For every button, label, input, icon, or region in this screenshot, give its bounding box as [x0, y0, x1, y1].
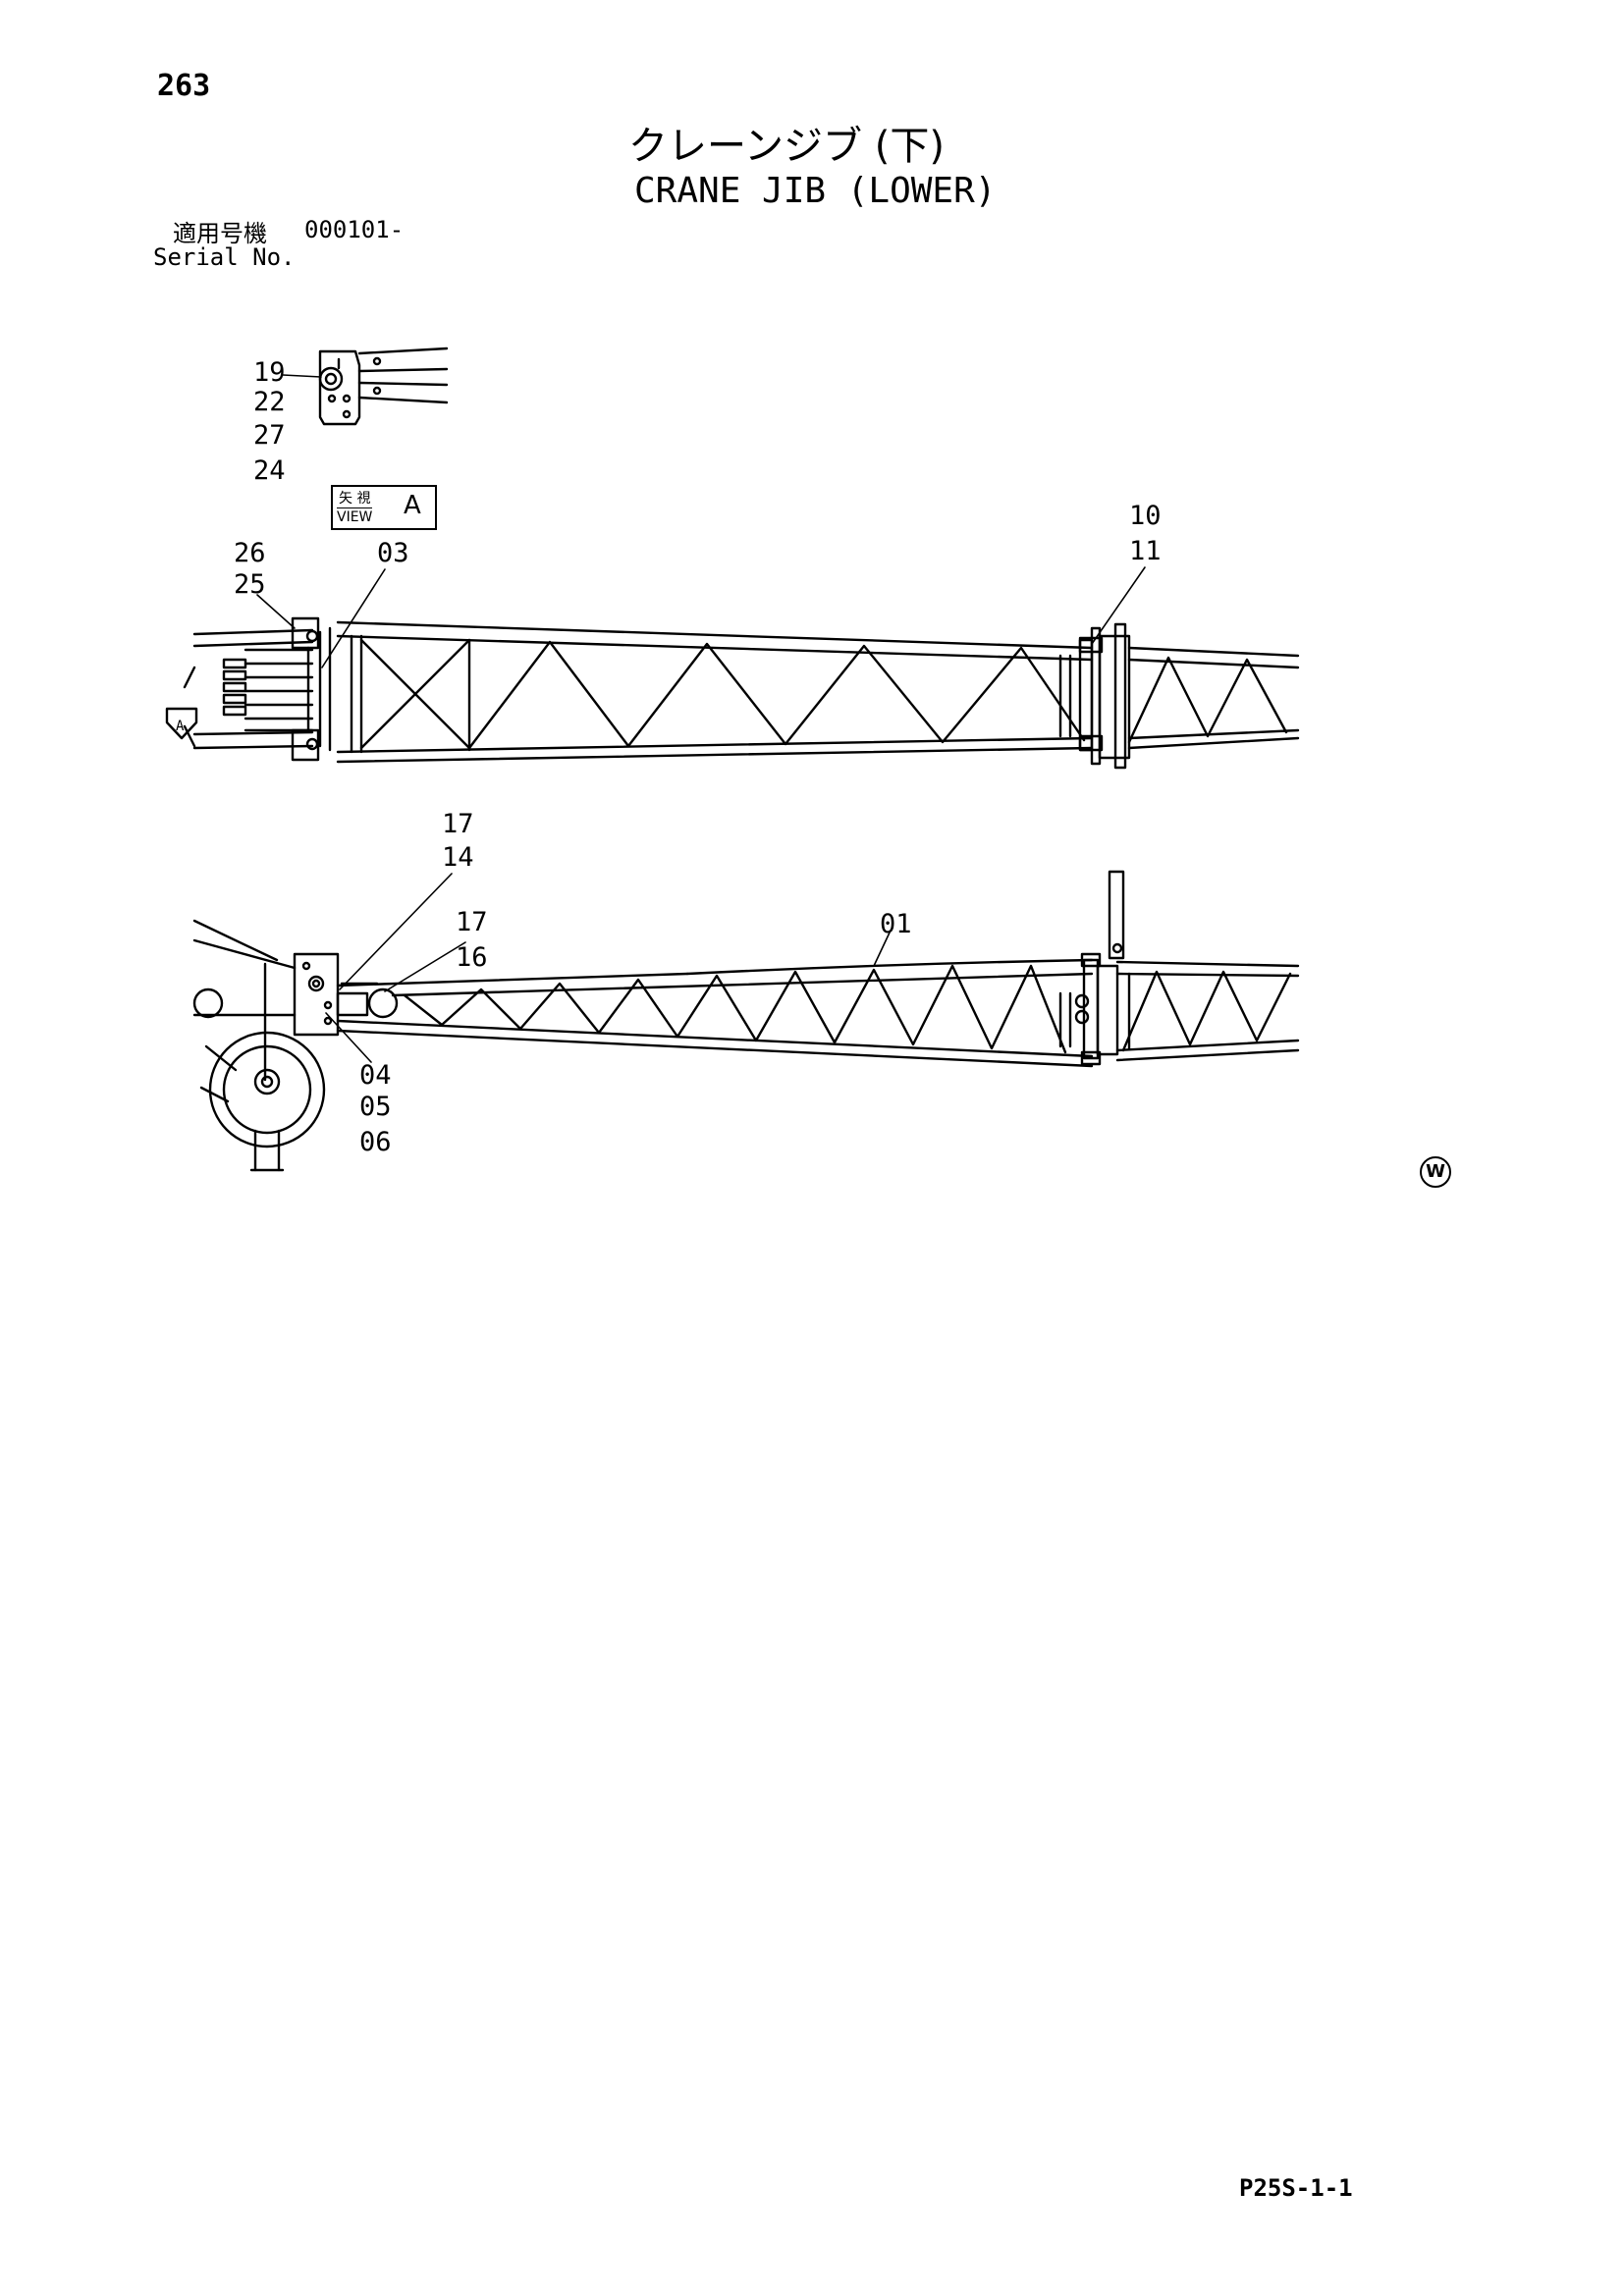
view-label-english: VIEW: [337, 507, 373, 525]
callout-25: 25: [234, 569, 266, 600]
page-title-english: CRANE JIB (LOWER): [634, 171, 997, 211]
callout-26: 26: [234, 538, 266, 568]
serial-label-japanese: 適用号機: [173, 220, 267, 247]
callout-03: 03: [377, 538, 409, 568]
callout-19: 19: [253, 357, 286, 388]
page-code: P25S-1-1: [1239, 2174, 1353, 2202]
serial-label-english: Serial No.: [153, 243, 296, 271]
view-a-detail: [318, 347, 449, 426]
callout-22: 22: [253, 387, 286, 417]
callout-05: 05: [359, 1092, 392, 1122]
view-label-letter: A: [404, 491, 421, 520]
w-mark-icon: W: [1420, 1156, 1451, 1188]
page-title-japanese: クレーンジブ (下): [628, 124, 945, 169]
jib-side-view: [192, 870, 1300, 1172]
callout-14: 14: [442, 842, 474, 873]
leader-lines: [256, 374, 1146, 1063]
callout-numbers: 19 22 27 24 26 25 03 10 11 17 14 17 16 0…: [176, 357, 1162, 1157]
callout-04: 04: [359, 1060, 392, 1091]
jib-top-view: [183, 616, 1300, 770]
view-a-label: 矢 視 VIEW A: [331, 485, 437, 530]
arrow-letter: A: [176, 719, 185, 734]
serial-number-value: 000101-: [304, 216, 405, 243]
callout-17-lower: 17: [456, 907, 488, 937]
page-number: 263: [157, 69, 211, 103]
callout-27: 27: [253, 420, 286, 451]
callout-17-upper: 17: [442, 809, 474, 839]
view-label-japanese: 矢 視: [339, 491, 371, 507]
callout-01: 01: [880, 909, 912, 939]
callout-10: 10: [1129, 501, 1162, 531]
callout-24: 24: [253, 455, 286, 486]
callout-11: 11: [1129, 536, 1162, 566]
view-direction-arrow: [165, 707, 198, 740]
callout-06: 06: [359, 1127, 392, 1157]
callout-16: 16: [456, 942, 488, 973]
